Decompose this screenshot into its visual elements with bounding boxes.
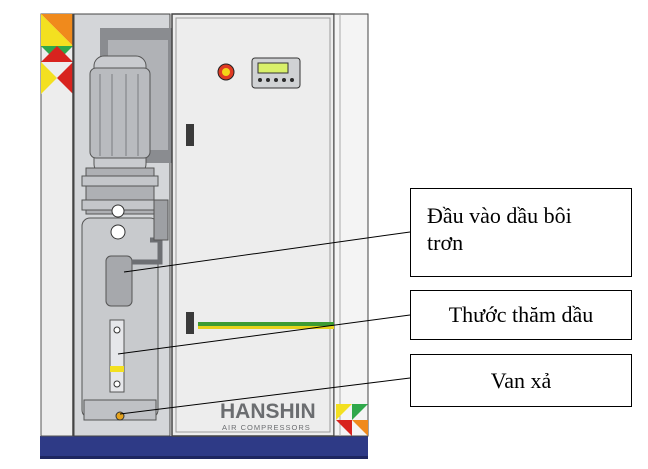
cabinet-base [40,436,368,458]
door-handle-upper [186,124,194,146]
callout-oil-inlet-line1: Đầu vào dầu bôi [427,202,623,229]
pressure-gauge-icon-2 [111,225,125,239]
right-side-panel [334,14,368,436]
left-side-panel [41,14,73,436]
callout-dipstick: Thước thăm dầu [410,290,632,340]
callout-drain-valve: Van xả [410,354,632,407]
callout-drain-valve-label: Van xả [411,367,631,394]
door-handle-lower [186,312,194,334]
callout-oil-inlet-line2: trơn [427,229,623,256]
brand-logo: HANSHIN [220,400,316,423]
brand-tagline: AIR COMPRESSORS [222,423,311,432]
callout-oil-inlet: Đầu vào dầu bôi trơn [410,188,632,277]
pressure-gauge-icon [112,205,124,217]
callout-dipstick-label: Thước thăm dầu [411,301,631,328]
front-door-panel [172,14,334,436]
ground-wire [198,322,334,326]
